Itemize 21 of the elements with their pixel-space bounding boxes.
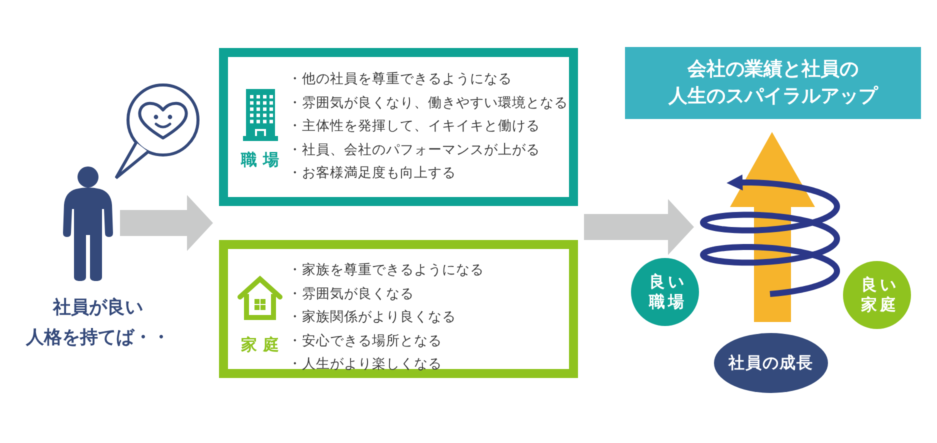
list-item: ・安心できる場所となる <box>288 332 442 350</box>
panel-heading: 職場 <box>240 150 286 170</box>
person-caption: 社員が良い人格を持てば・・ <box>24 296 171 350</box>
list-item: ・主体性を発揮して、イキイキと働ける <box>288 117 540 136</box>
panel-heading: 家庭 <box>240 335 286 355</box>
circle-label: 良い職場 <box>631 258 699 326</box>
circle-label: 良い家庭 <box>843 261 911 329</box>
oval-label: 社員の成長 <box>714 333 828 393</box>
list-item: ・人生がより楽しくなる <box>288 355 442 374</box>
list-item: ・他の社員を尊重できるようになる <box>288 70 512 89</box>
title-banner: 会社の業績と社員の人生のスパイラルアップ <box>625 47 921 119</box>
list-item: ・家族関係がより良くなる <box>288 308 456 327</box>
list-item: ・社員、会社のパフォーマンスが上がる <box>288 140 540 160</box>
list-item: ・家族を尊重できるようになる <box>288 261 484 280</box>
list-item: ・お客様満足度も向上する <box>288 164 456 183</box>
list-panel <box>219 240 578 378</box>
list-item: ・雰囲気が良くなる <box>288 284 414 304</box>
list-item: ・雰囲気が良くなり、働きやすい環境となる <box>288 94 568 112</box>
list-panel <box>219 48 578 206</box>
person-icon <box>62 165 114 281</box>
block-arrow <box>584 199 694 255</box>
